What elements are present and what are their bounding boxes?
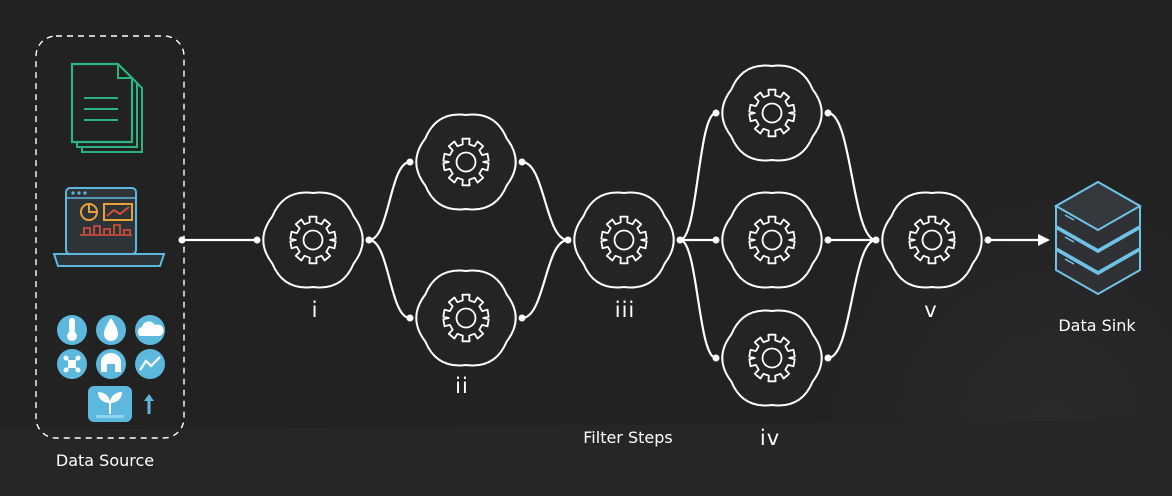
port-dot	[406, 158, 414, 166]
step-label-iv: iv	[759, 426, 781, 450]
thermometer-icon	[57, 315, 87, 345]
water-drop-icon	[96, 315, 126, 345]
connector-line	[520, 238, 570, 320]
documents-icon	[70, 62, 143, 153]
connector-line	[367, 238, 412, 320]
database-stack-icon	[1053, 180, 1143, 296]
port-dot	[518, 158, 526, 166]
filter-node-ii-b	[415, 269, 517, 367]
connector-line	[520, 160, 570, 242]
data-source-box	[35, 35, 185, 439]
port-dot	[712, 236, 720, 244]
connector-line	[367, 160, 412, 242]
flow-connectors	[178, 109, 1050, 362]
connector-line	[826, 111, 878, 242]
trend-line-icon	[135, 349, 165, 379]
cloud-icon	[135, 315, 165, 345]
connector-line	[678, 111, 718, 242]
filter-node-i	[262, 191, 364, 289]
port-dot	[824, 236, 832, 244]
growth-arrow-icon	[144, 394, 154, 414]
connector-line	[678, 238, 718, 360]
port-dot	[365, 236, 373, 244]
port-dot	[676, 236, 684, 244]
filter-node-v	[881, 191, 983, 289]
step-label-iii: iii	[614, 298, 636, 322]
filter-steps-caption: Filter Steps	[583, 428, 673, 447]
port-dot	[518, 314, 526, 322]
step-label-i: i	[311, 298, 319, 322]
plant-sprout-icon	[88, 386, 132, 422]
filter-node-iv-c	[721, 309, 823, 407]
port-dot	[253, 236, 261, 244]
filter-node-iii	[573, 191, 675, 289]
step-label-v: v	[924, 298, 938, 322]
filter-nodes	[262, 64, 983, 407]
port-dot	[872, 236, 880, 244]
arrow-head-icon	[1038, 234, 1050, 246]
data-source-label: Data Source	[55, 451, 155, 470]
port-dot	[984, 236, 992, 244]
sensor-network-icon	[57, 349, 87, 379]
port-dot	[406, 314, 414, 322]
step-label-ii: ii	[455, 374, 469, 398]
greenhouse-icon	[96, 349, 126, 379]
port-dot	[712, 354, 720, 362]
filter-node-ii-a	[415, 113, 517, 211]
port-dot	[564, 236, 572, 244]
port-dot	[824, 354, 832, 362]
port-dot	[824, 109, 832, 117]
filter-node-iv-a	[721, 64, 823, 162]
filter-node-iv-b	[721, 191, 823, 289]
port-dot	[178, 236, 186, 244]
dashboard-laptop-icon	[52, 187, 166, 267]
connector-line	[826, 238, 878, 360]
port-dot	[712, 109, 720, 117]
data-sink-label: Data Sink	[1058, 316, 1136, 335]
